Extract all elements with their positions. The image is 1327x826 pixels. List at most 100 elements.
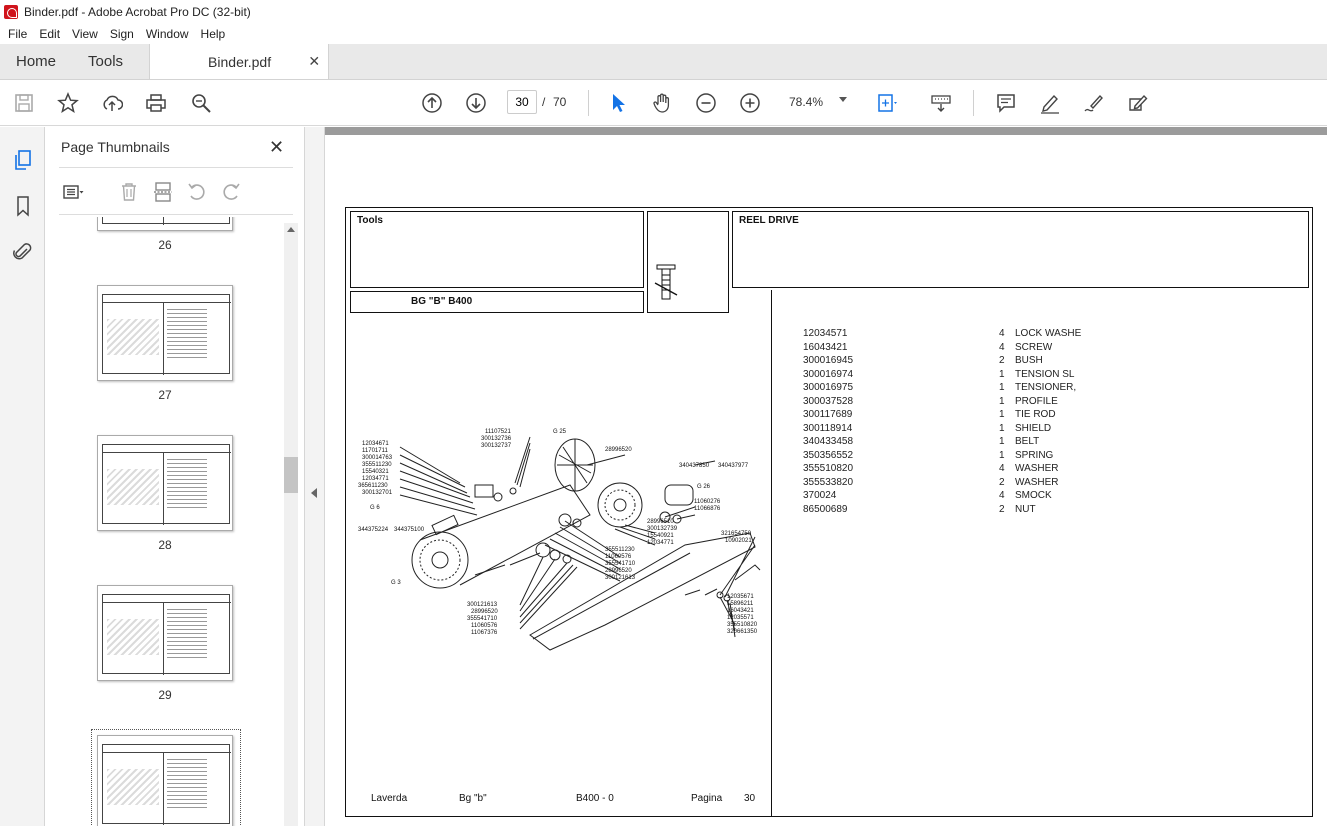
thumbnail-scrollbar[interactable]: [284, 223, 298, 826]
rotate-right-icon[interactable]: [219, 180, 243, 204]
previous-page-icon[interactable]: [419, 90, 445, 116]
thumbnail-page-frame: [102, 217, 230, 225]
part-callout: 15540921: [647, 533, 674, 539]
toolbar-divider: [588, 90, 589, 116]
part-desc: SPRING: [1015, 449, 1054, 461]
part-qty: 1: [999, 436, 1005, 447]
footer-group: Bg "b": [459, 793, 487, 804]
bookmarks-icon[interactable]: [10, 193, 36, 219]
thumbnail-drawing: [107, 619, 159, 655]
tools-header-box: [350, 211, 644, 288]
tab-tools[interactable]: Tools: [88, 53, 124, 70]
bookmark-star-icon[interactable]: [55, 90, 81, 116]
rotate-left-icon[interactable]: [185, 180, 209, 204]
page-thumbnail-current[interactable]: [97, 735, 233, 826]
tab-document-label: Binder.pdf: [208, 53, 272, 70]
part-qty: 1: [999, 422, 1005, 434]
thumbnail-divider: [163, 217, 164, 225]
thumbnail-list[interactable]: 26 27 28: [45, 217, 305, 826]
menu-window[interactable]: Window: [145, 27, 189, 41]
part-callout: 15896211: [727, 601, 754, 607]
thumbnail-options-icon[interactable]: [61, 180, 85, 204]
zoom-level-dropdown[interactable]: 78.4%: [781, 90, 853, 114]
navigation-rail: [0, 127, 45, 826]
panel-title: Page Thumbnails: [61, 139, 170, 155]
part-callout: 15540321: [362, 469, 389, 475]
scrollbar-thumb[interactable]: [284, 457, 298, 493]
sign-pen-icon[interactable]: [1081, 90, 1107, 116]
panel-collapse-handle[interactable]: [305, 127, 325, 826]
thumbnail-parts-list: [167, 759, 207, 809]
thumbnail-divider: [163, 303, 164, 375]
menu-view[interactable]: View: [72, 27, 98, 41]
save-icon[interactable]: [11, 90, 37, 116]
thumbnail-label: 27: [158, 388, 172, 402]
print-icon[interactable]: [143, 90, 169, 116]
page-number-input[interactable]: [507, 90, 537, 114]
part-callout: G 26: [697, 484, 711, 490]
part-code: 370024: [803, 490, 837, 501]
part-callout: 344375100: [394, 527, 425, 533]
keyboard-scroll-icon[interactable]: [928, 90, 954, 116]
part-callout: G 3: [391, 580, 401, 586]
page-thumbnail[interactable]: [97, 217, 233, 231]
part-callout: 16043421: [727, 608, 754, 614]
collapse-left-icon[interactable]: [311, 488, 317, 498]
content-divider: [771, 290, 772, 817]
tab-document[interactable]: Binder.pdf ✕: [149, 44, 330, 79]
thumbnail-header: [103, 745, 231, 753]
part-qty: 2: [999, 476, 1005, 488]
part-callout: 12035671: [727, 594, 754, 600]
thumbnail-drawing: [107, 319, 159, 355]
panel-close-icon[interactable]: ✕: [269, 137, 285, 157]
part-desc: SMOCK: [1015, 490, 1052, 501]
pdf-page[interactable]: Tools BG "B" B400 REEL DRIVE: [325, 135, 1327, 826]
part-callout: 28996520: [605, 568, 632, 574]
part-callout: 11066876: [694, 506, 721, 512]
find-zoom-icon[interactable]: [188, 90, 214, 116]
document-viewer[interactable]: Tools BG "B" B400 REEL DRIVE: [325, 127, 1327, 826]
menu-sign[interactable]: Sign: [109, 27, 134, 41]
tab-close-icon[interactable]: ✕: [308, 53, 321, 69]
page-thumbnail[interactable]: [97, 285, 233, 381]
page-fit-icon[interactable]: [874, 90, 900, 116]
part-callout: 300014763: [362, 455, 393, 461]
highlight-pen-icon[interactable]: [1037, 90, 1063, 116]
menu-edit[interactable]: Edit: [39, 27, 61, 41]
fill-sign-icon[interactable]: [1125, 90, 1151, 116]
part-callout: 355541710: [467, 616, 498, 622]
part-callout: 11060576: [605, 554, 632, 560]
upload-cloud-icon[interactable]: [99, 90, 125, 116]
exploded-parts-drawing: [399, 436, 761, 651]
hand-tool-icon[interactable]: [649, 90, 675, 116]
delete-page-icon[interactable]: [117, 180, 141, 204]
scroll-up-icon[interactable]: [287, 227, 295, 232]
part-code: 300016975: [803, 382, 854, 393]
page-thumbnail[interactable]: [97, 435, 233, 531]
footer-brand: Laverda: [371, 793, 408, 804]
page-thumbnails-icon[interactable]: [10, 147, 36, 173]
panel-toolbar: [59, 167, 293, 215]
next-page-icon[interactable]: [463, 90, 489, 116]
part-callout: 12034771: [362, 476, 389, 482]
thumbnail-divider: [163, 603, 164, 675]
zoom-out-icon[interactable]: [693, 90, 719, 116]
part-desc: SHIELD: [1015, 422, 1052, 434]
part-code: 86500689: [803, 503, 848, 515]
menu-help[interactable]: Help: [200, 27, 226, 41]
attachments-icon[interactable]: [10, 239, 36, 265]
select-pointer-icon[interactable]: [605, 90, 631, 116]
part-desc: PROFILE: [1015, 395, 1058, 407]
part-callout: 300132701: [362, 490, 393, 496]
comment-icon[interactable]: [993, 90, 1019, 116]
page-thumbnail[interactable]: [97, 585, 233, 681]
extract-pages-icon[interactable]: [151, 180, 175, 204]
menu-file[interactable]: File: [8, 27, 28, 41]
zoom-in-icon[interactable]: [737, 90, 763, 116]
tab-home[interactable]: Home: [16, 53, 57, 70]
